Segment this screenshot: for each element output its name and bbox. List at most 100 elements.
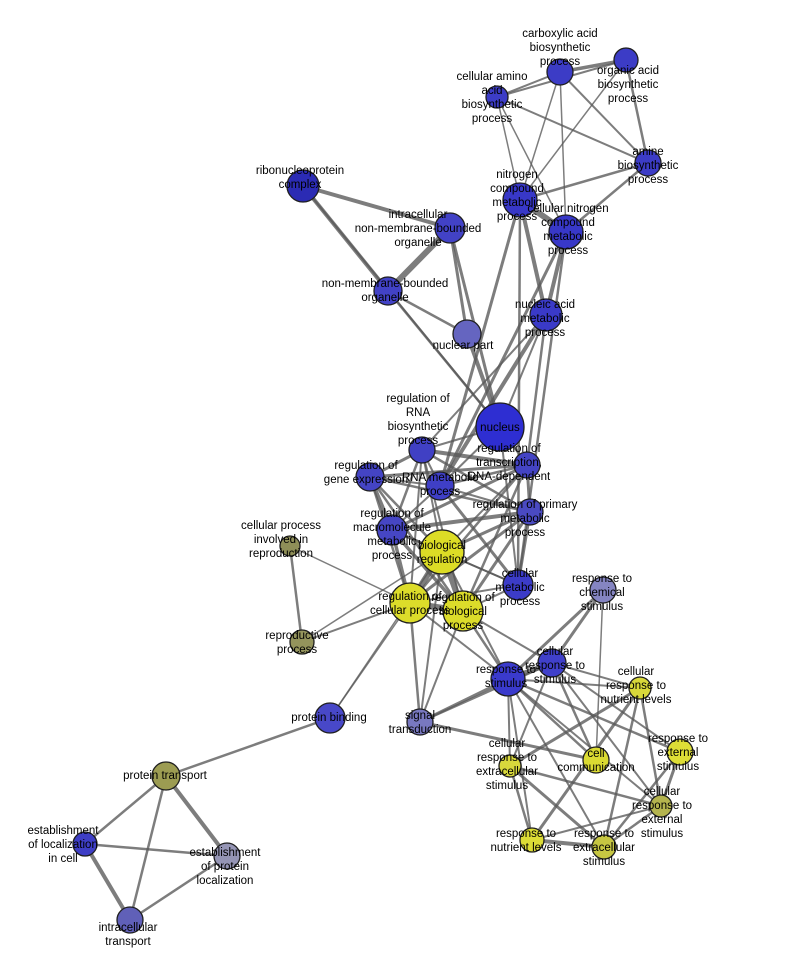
graph-edge-cm-nu [499, 426, 519, 586]
graph-edge-crs-res [551, 662, 681, 753]
graph-edge-pb-br [329, 551, 443, 719]
graph-edge-oa-nc [519, 59, 627, 201]
graph-node-rcs[interactable] [589, 576, 617, 604]
graph-node-rbp[interactable] [442, 590, 484, 632]
node-layer [72, 47, 694, 934]
graph-edge-pt-elc [83, 774, 168, 846]
graph-edge-crn-crext [638, 686, 663, 808]
graph-node-crn[interactable] [628, 676, 652, 700]
graph-edge-cnc-cm [516, 230, 568, 587]
graph-edge-elc-it [83, 842, 132, 922]
graph-node-cm[interactable] [502, 569, 534, 601]
graph-edge-rtd-rge [368, 463, 529, 479]
graph-node-rp[interactable] [289, 629, 315, 655]
graph-edge-rrb-rtd [420, 448, 529, 467]
graph-edge-crn-cres [508, 686, 642, 768]
graph-node-rge[interactable] [355, 462, 385, 492]
graph-edge-am-cnc [564, 161, 650, 234]
graph-node-br[interactable] [419, 529, 465, 575]
graph-edge-nmb-nu [386, 289, 502, 429]
graph-node-rs[interactable] [490, 661, 526, 697]
graph-node-cc[interactable] [582, 746, 610, 774]
edge-layer [83, 58, 682, 922]
graph-edge-ca-nc [519, 71, 561, 201]
graph-edge-crs-st [418, 661, 554, 724]
graph-edge-cnc-rm [438, 230, 568, 488]
graph-edge-nam-rm [438, 313, 548, 488]
graph-edge-cres-crext [508, 764, 663, 808]
graph-edge-epl-it [128, 854, 229, 922]
graph-node-elc[interactable] [72, 831, 98, 857]
graph-edge-crs-rcs [550, 588, 605, 665]
graph-edge-crs-cc [550, 661, 598, 762]
graph-node-rmm[interactable] [376, 514, 408, 546]
graph-edge-crs-crn [551, 662, 641, 689]
graph-edge-rs-rcs [506, 588, 605, 681]
graph-node-ca[interactable] [546, 58, 574, 86]
graph-edge-pt-epl [164, 774, 229, 858]
graph-node-np[interactable] [452, 319, 482, 349]
graph-node-res[interactable] [666, 738, 694, 766]
graph-node-epl[interactable] [213, 842, 241, 870]
graph-edge-cc-st [418, 720, 598, 762]
graph-node-caa[interactable] [485, 85, 509, 109]
graph-edge-cpr-rcp [289, 545, 411, 604]
graph-node-nc[interactable] [502, 182, 538, 218]
graph-edge-crs-cres [509, 662, 553, 767]
graph-node-rm[interactable] [425, 471, 455, 501]
graph-edge-pt-it [128, 774, 168, 922]
graph-edge-rnl-cres [508, 764, 534, 842]
graph-edge-rexs-cres [508, 764, 606, 849]
graph-node-st[interactable] [406, 708, 434, 736]
graph-edge-cc-rcs [595, 589, 604, 761]
graph-node-rnl[interactable] [519, 827, 545, 853]
graph-node-rcp[interactable] [389, 582, 431, 624]
graph-edge-res-rexs [602, 750, 682, 849]
graph-node-crext[interactable] [649, 794, 673, 818]
graph-node-rtd[interactable] [513, 451, 541, 479]
graph-node-crs[interactable] [537, 648, 567, 678]
graph-edge-rs-cc [506, 677, 598, 762]
graph-edge-rexs-crn [602, 686, 642, 849]
graph-node-rrb[interactable] [408, 436, 436, 464]
graph-node-nmb[interactable] [373, 276, 403, 306]
graph-edge-rnl-crext [531, 805, 662, 841]
graph-node-oa[interactable] [613, 47, 639, 73]
graph-edge-rpm-rmm [390, 510, 532, 532]
graph-edge-oa-am [624, 58, 650, 165]
graph-node-cres[interactable] [498, 754, 522, 778]
graph-edge-nam-rtd [525, 313, 548, 467]
graph-edge-rp-br [301, 551, 443, 643]
graph-node-cpr[interactable] [279, 535, 301, 557]
graph-edge-rs-rcp [409, 602, 509, 680]
graph-node-pb[interactable] [314, 702, 346, 734]
graph-node-nam[interactable] [529, 298, 563, 332]
graph-node-nu[interactable] [475, 402, 525, 452]
graph-node-rexs[interactable] [591, 834, 617, 860]
graph-edge-ca-cnc [559, 71, 567, 233]
graph-edge-cpr-rp [288, 544, 304, 644]
graph-edge-nmb-np [386, 289, 469, 336]
graph-node-inmb[interactable] [434, 212, 466, 244]
graph-edge-rm-rpm [439, 485, 531, 513]
graph-edge-caa-cnc [496, 96, 567, 233]
graph-edge-nc-nam [518, 198, 548, 317]
graph-node-am[interactable] [634, 149, 662, 177]
graph-edge-ca-am [559, 71, 649, 164]
graph-edge-inmb-np [448, 226, 469, 336]
graph-node-pt[interactable] [151, 761, 181, 791]
graph-edge-rs-rexs [507, 678, 605, 848]
graph-edge-elc-epl [83, 842, 229, 858]
graph-node-rpm[interactable] [516, 498, 544, 526]
graph-edge-rs-crn [507, 678, 641, 689]
graph-edge-rs-crext [507, 678, 662, 807]
graph-node-cnc[interactable] [548, 214, 584, 250]
graph-edge-nam-rrb [421, 314, 547, 451]
graph-node-it[interactable] [116, 906, 144, 934]
graph-node-rnp[interactable] [286, 169, 320, 203]
graph-edge-rpm-rcp [408, 510, 532, 605]
graph-edge-am-nc [518, 161, 650, 202]
